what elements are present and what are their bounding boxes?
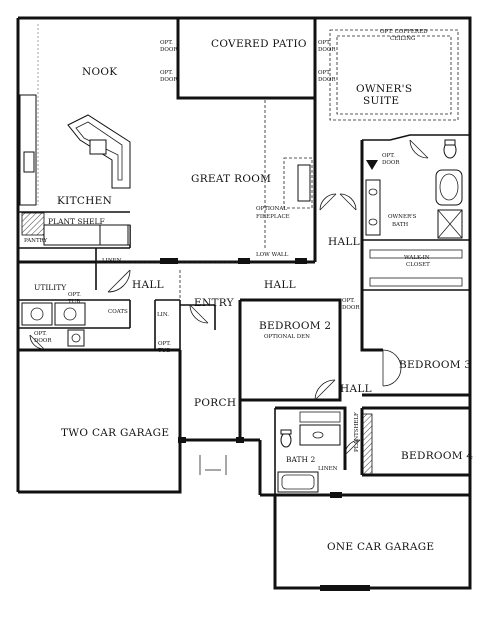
label-linen-upper: LINEN (102, 258, 122, 264)
label-lin: LIN. (157, 312, 169, 318)
fireplace (283, 157, 313, 209)
interior-walls (18, 98, 470, 497)
label-one-car-garage: ONE CAR GARAGE (327, 541, 434, 553)
label-coffered-2: CEILING (390, 36, 415, 42)
label-owners-bath-1: OWNER'S (388, 214, 417, 220)
label-porch: PORCH (194, 397, 236, 409)
label-hall-right: HALL (328, 236, 360, 248)
label-coffered-1: OPT. COFFERED (380, 29, 428, 35)
label-fireplace-1: OPTIONAL (256, 206, 287, 212)
label-bedroom3: BEDROOM 3 (399, 359, 471, 371)
label-walk-in-2: CLOSET (406, 262, 430, 268)
label-utility: UTILITY (34, 283, 67, 292)
porch-steps (199, 455, 227, 475)
label-owners-suite-2: SUITE (363, 95, 399, 107)
label-patio-door-a-1: OPT. (160, 40, 173, 46)
label-kitchen: KITCHEN (57, 195, 112, 207)
label-low-wall: LOW WALL (256, 252, 289, 258)
label-covered-patio: COVERED PATIO (211, 38, 307, 50)
label-owners-suite-1: OWNER'S (356, 83, 412, 95)
label-plantshelf-vertical: PLANTSHELF (354, 412, 360, 452)
label-nook: NOOK (82, 66, 117, 78)
label-owners-bath-2: BATH (392, 222, 408, 228)
utility-fixtures (21, 302, 86, 347)
label-walk-in-1: WALK-IN (404, 255, 430, 261)
label-fireplace-2: FIREPLACE (256, 214, 290, 220)
label-entry: ENTRY (194, 297, 235, 309)
label-patio-door-b-2: DOOR (160, 77, 178, 83)
label-patio-door-d-1: OPT. (318, 70, 331, 76)
label-patio-door-b-1: OPT. (160, 70, 173, 76)
plantshelf-hatch (361, 413, 373, 475)
label-opt-door-bath-1: OPT. (382, 153, 395, 159)
label-opt-tub-2: TUB (68, 299, 80, 305)
label-opt-tub-1: OPT. (68, 292, 81, 298)
label-bath2: BATH 2 (286, 455, 315, 464)
door-swings (29, 139, 429, 456)
label-optional-den: OPTIONAL DEN (264, 334, 310, 340)
label-linen-lower: LINEN (318, 466, 338, 472)
label-great-room: GREAT ROOM (191, 173, 271, 185)
label-opt-door-hall-2: DOOR (342, 305, 360, 311)
label-opt-tub-entry-2: TUB (158, 348, 170, 354)
label-hall-center: HALL (264, 279, 296, 291)
label-hall-lower: HALL (340, 383, 372, 395)
label-hall-left: HALL (132, 279, 164, 291)
label-patio-door-c-2: DOOR (318, 47, 336, 53)
kitchen-counters (19, 94, 131, 246)
label-opt-door-bath-2: DOOR (382, 160, 400, 166)
label-coats: COATS (108, 309, 128, 315)
exterior-walls (16, 16, 472, 590)
label-opt-door-1: OPT. (34, 331, 47, 337)
bath2-fixtures (277, 411, 341, 493)
label-bedroom4: BEDROOM 4 (401, 450, 473, 462)
label-plant-shelf: PLANT SHELF (48, 217, 105, 226)
label-patio-door-d-2: DOOR (318, 77, 336, 83)
label-bedroom2: BEDROOM 2 (259, 320, 331, 332)
label-opt-door-hall-1: OPT. (342, 298, 355, 304)
label-patio-door-c-1: OPT. (318, 40, 331, 46)
window-markers (160, 258, 370, 591)
label-pantry: PANTRY (24, 238, 48, 244)
label-two-car-garage: TWO CAR GARAGE (61, 427, 169, 439)
label-patio-door-a-2: DOOR (160, 47, 178, 53)
label-opt-tub-entry-1: OPT. (158, 341, 171, 347)
room-labels: NOOK COVERED PATIO OWNER'S SUITE OPT. CO… (24, 29, 473, 553)
label-opt-door-2: DOOR (34, 338, 52, 344)
owners-bath-fixtures (365, 139, 463, 287)
